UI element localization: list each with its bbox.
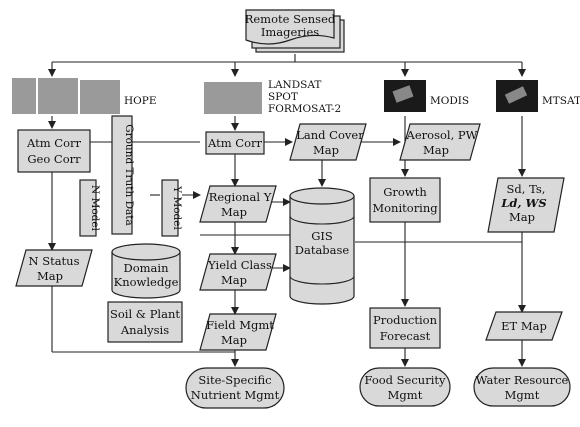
node-et-map: ET Map [486, 312, 562, 340]
regional-y-label-2: Map [221, 205, 247, 219]
landsat-label-1: LANDSAT [268, 79, 321, 91]
land-cover-label-2: Map [313, 143, 339, 157]
aerosol-label-1: Aerosol, PW [406, 128, 478, 142]
aerosol-label-2: Map [423, 143, 449, 157]
atm-geo-corr-label-2: Geo Corr [27, 152, 81, 166]
modis-label: MODIS [430, 95, 469, 107]
domain-knowledge-label-2: Knowledge [114, 275, 179, 289]
landsat-label-2: SPOT [268, 91, 298, 103]
water-resource-label-2: Mgmt [505, 388, 540, 402]
modis-source: MODIS [384, 80, 469, 112]
node-yield-class: Yield Class Map [200, 254, 276, 290]
production-label-2: Forecast [380, 329, 431, 343]
mtsat-source: MTSAT [496, 80, 580, 112]
node-growth-monitoring: Growth Monitoring [370, 178, 440, 222]
imagery-label-2: Imageries [261, 25, 319, 39]
gis-label-1: GIS [311, 229, 333, 243]
node-aerosol: Aerosol, PW Map [400, 124, 480, 160]
hope-photo-3 [80, 80, 120, 114]
node-soil-plant: Soil & Plant Analysis [108, 302, 182, 342]
sd-ts-label-1: Sd, Ts, [507, 182, 546, 196]
soil-plant-label-1: Soil & Plant [110, 307, 180, 321]
atm-corr-label: Atm Corr [207, 136, 263, 150]
node-sd-ts: Sd, Ts, Ld, WS Map [488, 178, 564, 232]
landsat-photo [204, 82, 262, 114]
et-map-label: ET Map [501, 319, 547, 333]
land-cover-label-1: Land Cover [296, 128, 364, 142]
growth-label-1: Growth [383, 185, 427, 199]
field-mgmt-label-2: Map [221, 333, 247, 347]
node-domain-knowledge: Domain Knowledge [112, 244, 180, 298]
node-land-cover: Land Cover Map [290, 124, 366, 160]
field-mgmt-label-1: Field Mgmt [206, 318, 274, 332]
food-security-label-2: Mgmt [388, 388, 423, 402]
node-atm-corr: Atm Corr [206, 132, 264, 154]
hope-photo-2 [38, 78, 78, 114]
node-regional-y: Regional Y Map [200, 186, 276, 222]
node-field-mgmt: Field Mgmt Map [200, 314, 276, 350]
node-n-status: N Status Map [16, 250, 92, 286]
mtsat-label: MTSAT [542, 95, 580, 107]
n-status-label-2: Map [37, 269, 63, 283]
hope-source: HOPE [12, 78, 157, 114]
node-site-specific: Site-Specific Nutrient Mgmt [186, 368, 284, 408]
regional-y-label-1: Regional Y [209, 190, 272, 204]
node-n-model: N Model [80, 180, 101, 236]
site-specific-label-2: Nutrient Mgmt [191, 388, 280, 402]
atm-geo-corr-label-1: Atm Corr [26, 136, 82, 150]
food-security-label-1: Food Security [364, 373, 446, 387]
sd-ts-label-3: Map [509, 210, 535, 224]
gis-label-2: Database [295, 243, 350, 257]
node-atm-geo-corr: Atm Corr Geo Corr [18, 130, 90, 172]
y-model-label: Y Model [171, 185, 183, 230]
yield-class-label-2: Map [221, 273, 247, 287]
yield-class-label-1: Yield Class [207, 258, 272, 272]
site-specific-label-1: Site-Specific [198, 373, 271, 387]
water-resource-label-1: Water Resource [476, 373, 569, 387]
landsat-label-3: FORMOSAT-2 [268, 103, 341, 115]
production-label-1: Production [373, 313, 438, 327]
node-y-model: Y Model [162, 180, 183, 236]
remote-sensed-imageries: Remote Sensed Imageries [245, 10, 344, 52]
soil-plant-label-2: Analysis [120, 323, 169, 337]
node-water-resource: Water Resource Mgmt [474, 368, 570, 406]
imagery-label-1: Remote Sensed [245, 12, 336, 26]
growth-label-2: Monitoring [372, 201, 438, 215]
ground-truth-label: Ground Truth Data [123, 124, 135, 226]
hope-photo-1 [12, 78, 36, 114]
n-model-label: N Model [89, 185, 101, 232]
node-ground-truth: Ground Truth Data [112, 116, 135, 234]
landsat-source: LANDSAT SPOT FORMOSAT-2 [204, 79, 341, 115]
node-production-forecast: Production Forecast [370, 308, 440, 348]
domain-knowledge-label-1: Domain [124, 261, 170, 275]
node-food-security: Food Security Mgmt [360, 368, 450, 406]
hope-label: HOPE [124, 95, 157, 107]
n-status-label-1: N Status [28, 254, 79, 268]
sd-ts-label-2: Ld, WS [500, 196, 546, 210]
node-gis-database: GIS Database [290, 188, 354, 304]
